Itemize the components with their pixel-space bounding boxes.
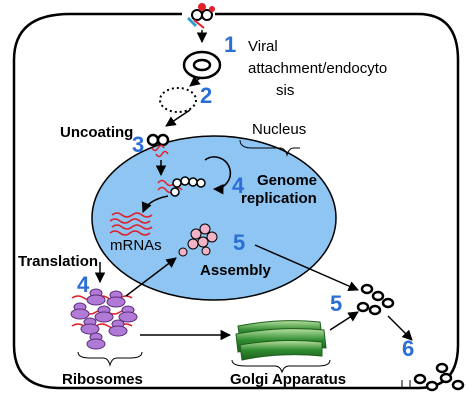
ribosome-to-nucleus-arrow xyxy=(125,257,177,297)
step-1-label-line2: attachment/endocyto xyxy=(248,60,387,77)
released-virions xyxy=(413,362,465,392)
ribosomes-bracket xyxy=(77,351,143,367)
step-4-genome-label-line2: replication xyxy=(241,190,317,207)
nucleus-bracket xyxy=(239,139,300,157)
step-5-nucleus-number: 5 xyxy=(233,230,245,255)
uncoating-virion xyxy=(146,133,170,158)
step-1-label-line3: sis xyxy=(276,82,294,99)
mrna-strands xyxy=(109,212,153,236)
virion-exit-arrow xyxy=(387,315,413,341)
endosome-with-virion xyxy=(182,50,222,80)
golgi-to-virions-arrow xyxy=(329,311,359,331)
step-3-label: Uncoating xyxy=(60,124,133,141)
ribosome-cluster xyxy=(70,288,138,350)
mature-virions xyxy=(356,283,395,316)
membrane-ticks xyxy=(401,380,411,388)
step-1-label-line1: Viral xyxy=(248,38,278,55)
genome-to-mrna-arrow xyxy=(141,195,169,213)
nucleus xyxy=(91,135,337,301)
assembling-capsids xyxy=(178,223,218,257)
nucleus-label: Nucleus xyxy=(252,121,306,138)
arrow-2 xyxy=(189,75,201,87)
assembly-export-arrow xyxy=(254,244,359,292)
golgi-label: Golgi Apparatus xyxy=(230,371,346,388)
arrow-3 xyxy=(165,109,191,127)
step-1-number: 1 xyxy=(224,32,236,57)
ribosomes-label: Ribosomes xyxy=(62,371,143,388)
mrnas-label: mRNAs xyxy=(110,237,162,254)
virion-attaching xyxy=(186,3,215,29)
step-5-nucleus-label: Assembly xyxy=(200,262,272,279)
replicating-genomes xyxy=(157,176,206,197)
golgi-bracket xyxy=(231,359,331,374)
step-6-number: 6 xyxy=(402,336,414,361)
step-5-cyto-number: 5 xyxy=(330,291,342,316)
golgi-apparatus xyxy=(235,320,327,361)
cell-membrane xyxy=(12,12,460,390)
step-2-number: 2 xyxy=(200,83,212,108)
step-4-translation-number: 4 xyxy=(77,272,90,297)
step-4-genome-label-line1: Genome xyxy=(257,172,317,189)
dotted-vesicle xyxy=(159,87,197,113)
step-4-genome-number: 4 xyxy=(232,173,245,198)
replication-cycle-arrow xyxy=(204,156,232,195)
step-4-translation-label: Translation xyxy=(18,253,98,270)
step-3-number: 3 xyxy=(132,132,144,157)
